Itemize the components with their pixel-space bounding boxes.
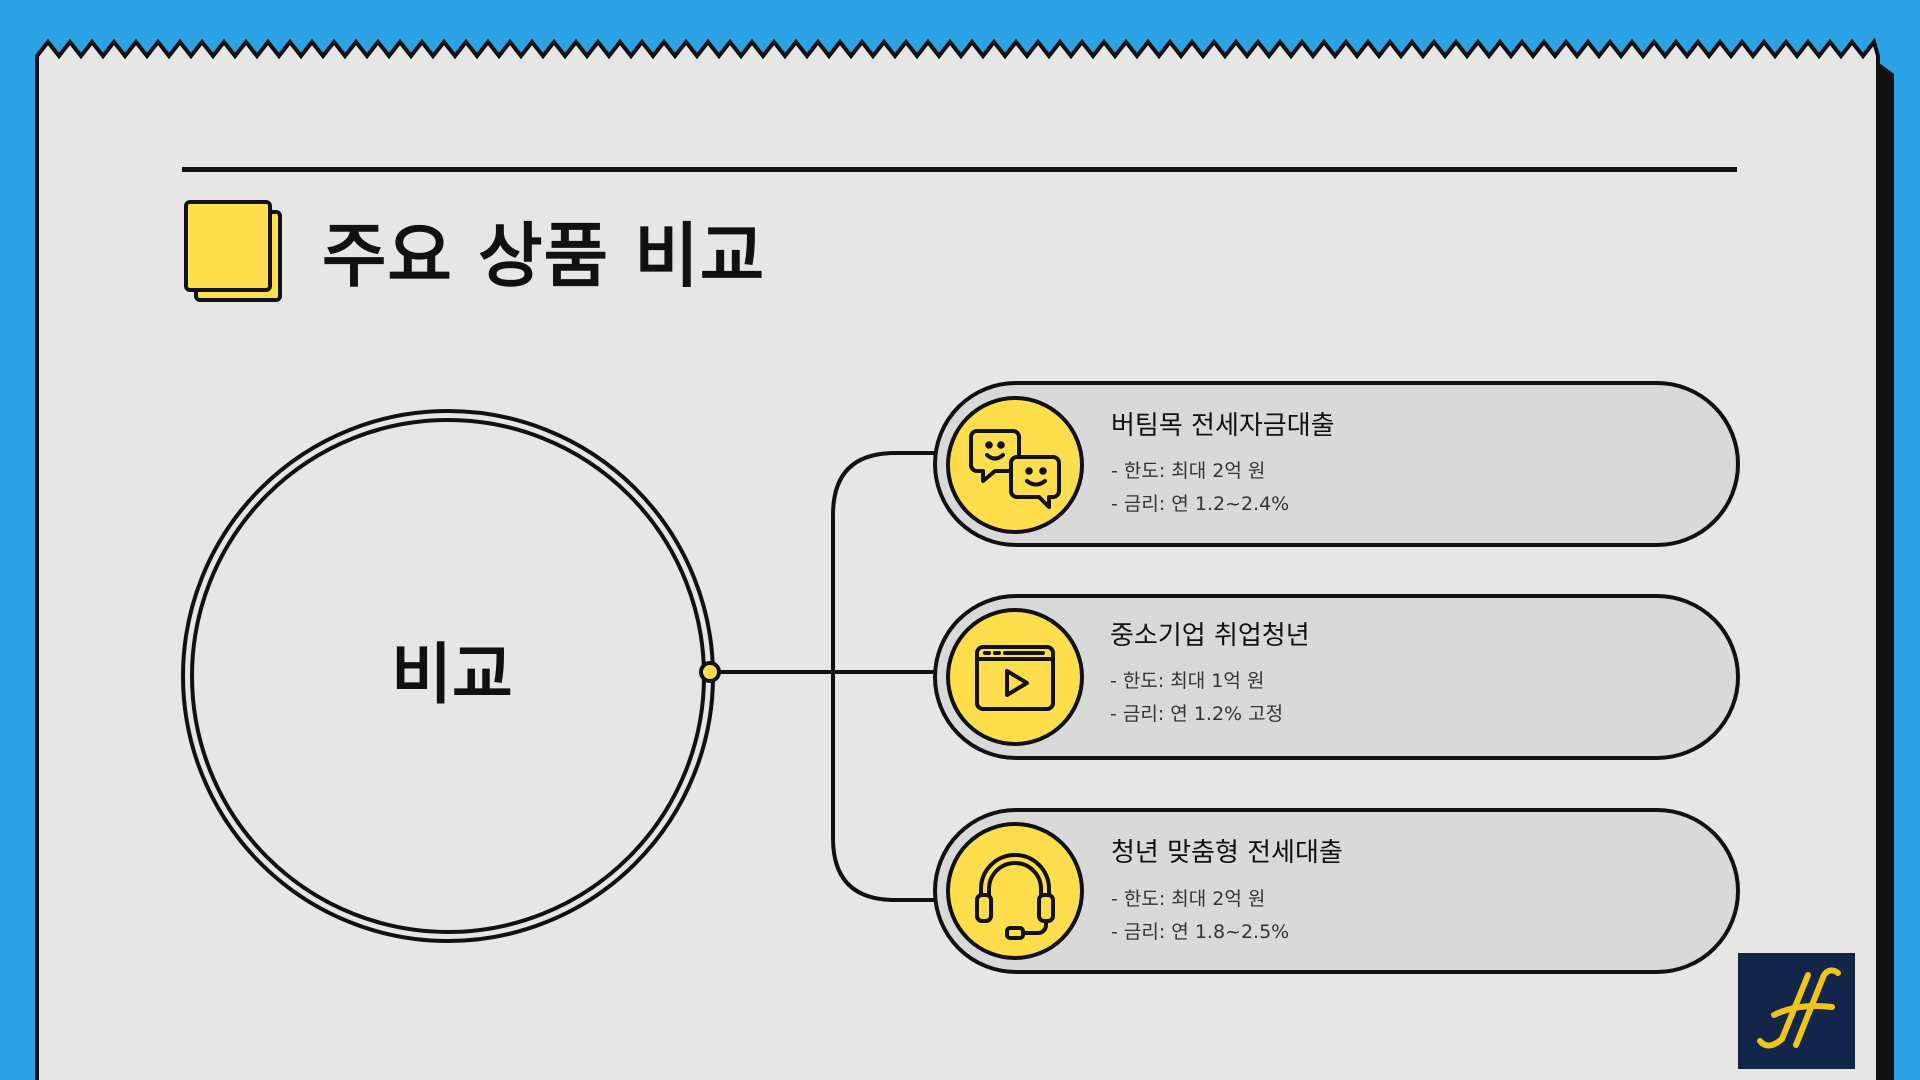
connector-node [699,661,721,683]
product-limit-2: - 한도: 최대 1억 원 [1110,670,1265,692]
product-card-3 [933,808,1740,974]
product-icon-badge-3 [946,822,1084,960]
page-title: 주요 상품 비교 [322,215,766,297]
product-rate-2: - 금리: 연 1.2% 고정 [1110,703,1284,725]
header-rule [182,167,1737,172]
connector-top [710,451,935,674]
product-rate-3: - 금리: 연 1.8~2.5% [1111,921,1290,943]
title-square-icon [184,200,284,304]
brand-logo [1738,953,1855,1069]
video-play-icon [975,645,1055,711]
product-card-1 [933,381,1740,547]
product-rate-1: - 금리: 연 1.2~2.4% [1111,493,1290,515]
product-limit-1: - 한도: 최대 2억 원 [1111,460,1266,482]
product-limit-3: - 한도: 최대 2억 원 [1111,888,1266,910]
product-name-1: 버팀목 전세자금대출 [1111,411,1335,441]
headset-icon [975,853,1055,940]
product-name-2: 중소기업 취업청년 [1110,621,1310,651]
product-name-3: 청년 맞춤형 전세대출 [1111,838,1343,868]
script-h-logo-icon [1757,967,1841,1049]
chat-bubbles-icon [969,429,1061,509]
product-card-2 [933,594,1740,760]
connector-bottom [831,672,935,902]
center-label: 비교 [391,636,513,713]
